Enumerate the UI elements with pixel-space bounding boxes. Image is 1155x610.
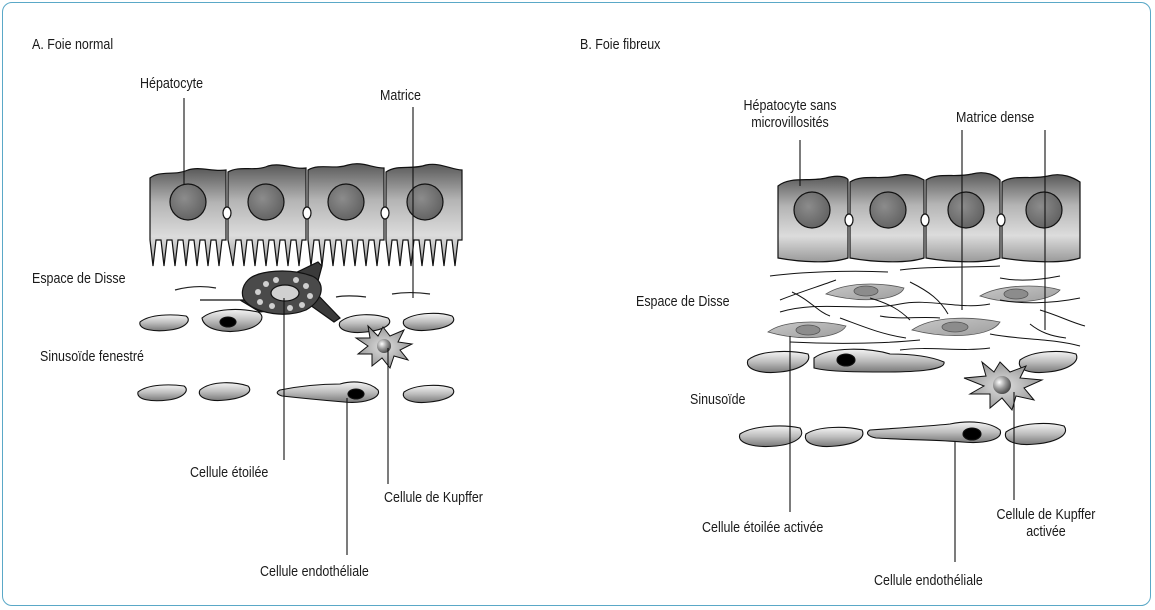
- label-kupffer-cell: Cellule de Kupffer: [384, 490, 483, 507]
- label-disse-space: Espace de Disse: [32, 271, 126, 288]
- label-disse-space-fibrous: Espace de Disse: [636, 294, 730, 311]
- bile-canaliculus: [921, 214, 929, 226]
- endothelial-cell: [1019, 352, 1076, 373]
- label-activated-stellate-cell: Cellule étoilée activée: [702, 520, 823, 537]
- activated-stellate-cells: [768, 284, 1060, 338]
- label-endothelial-cell: Cellule endothéliale: [260, 564, 369, 581]
- hepatocyte-nucleus: [248, 184, 284, 220]
- panel-normal-liver: [138, 98, 462, 555]
- bile-canaliculus: [381, 207, 389, 219]
- activated-stellate-nucleus: [854, 286, 878, 296]
- panel-fibrous-liver: [739, 130, 1085, 562]
- hepatocyte-nucleus: [870, 192, 906, 228]
- label-kupffer-line1: Cellule de Kupffer: [969, 507, 1124, 524]
- label-activated-kupffer-cell: Cellule de Kupffer activée: [969, 507, 1124, 541]
- bile-canaliculus: [845, 214, 853, 226]
- panel-b-title: B. Foie fibreux: [580, 37, 660, 54]
- endothelial-cell: [138, 385, 186, 401]
- label-stellate-cell: Cellule étoilée: [190, 465, 268, 482]
- endothelial-nucleus: [220, 317, 236, 327]
- bile-canaliculus: [303, 207, 311, 219]
- stellate-cell-nucleus: [271, 285, 299, 301]
- label-fenestrated-sinusoid: Sinusoïde fenestré: [40, 349, 144, 366]
- label-hepatocyte: Hépatocyte: [140, 76, 203, 93]
- endothelial-nucleus: [837, 354, 855, 366]
- hepatocyte-row-normal: [150, 164, 462, 266]
- label-hepatocyte-line2: microvillosités: [713, 115, 868, 132]
- label-dense-matrix: Matrice dense: [956, 110, 1034, 127]
- label-matrix: Matrice: [380, 88, 421, 105]
- endothelial-nucleus: [348, 389, 364, 399]
- endothelial-cell: [199, 383, 249, 401]
- hepatocyte-row-fibrous: [778, 173, 1080, 262]
- endothelial-cell: [805, 427, 862, 446]
- hepatocyte-nucleus: [1026, 192, 1062, 228]
- activated-stellate-nucleus: [1004, 289, 1028, 299]
- kupffer-cell-nucleus: [993, 376, 1011, 394]
- endothelial-cell: [747, 352, 808, 373]
- endothelial-cell: [140, 315, 188, 331]
- hepatocyte-nucleus: [794, 192, 830, 228]
- label-hepatocyte-no-microvilli: Hépatocyte sans microvillosités: [713, 98, 868, 132]
- hepatocyte-nucleus: [328, 184, 364, 220]
- sinusoid-endothelium-lower: [138, 382, 454, 403]
- sinusoid-endothelium-upper-fibrous: [747, 349, 1076, 372]
- label-hepatocyte-line1: Hépatocyte sans: [713, 98, 868, 115]
- hepatocyte-nucleus: [407, 184, 443, 220]
- label-endothelial-cell-fibrous: Cellule endothéliale: [874, 573, 983, 590]
- label-kupffer-line2: activée: [969, 524, 1124, 541]
- activated-stellate-nucleus: [796, 325, 820, 335]
- endothelial-cell: [739, 426, 801, 447]
- bile-canaliculus: [997, 214, 1005, 226]
- label-sinusoid: Sinusoïde: [690, 392, 745, 409]
- panel-a-title: A. Foie normal: [32, 37, 113, 54]
- kupffer-cell-nucleus: [377, 339, 391, 353]
- endothelial-cell: [403, 313, 453, 330]
- endothelial-cell-with-nucleus: [814, 349, 944, 372]
- hepatocyte-nucleus: [948, 192, 984, 228]
- hepatocyte-nucleus: [170, 184, 206, 220]
- activated-stellate-nucleus: [942, 322, 968, 332]
- bile-canaliculus: [223, 207, 231, 219]
- endothelial-cell: [403, 385, 453, 402]
- endothelial-nucleus: [963, 428, 981, 440]
- sinusoid-endothelium-lower-fibrous: [739, 422, 1065, 447]
